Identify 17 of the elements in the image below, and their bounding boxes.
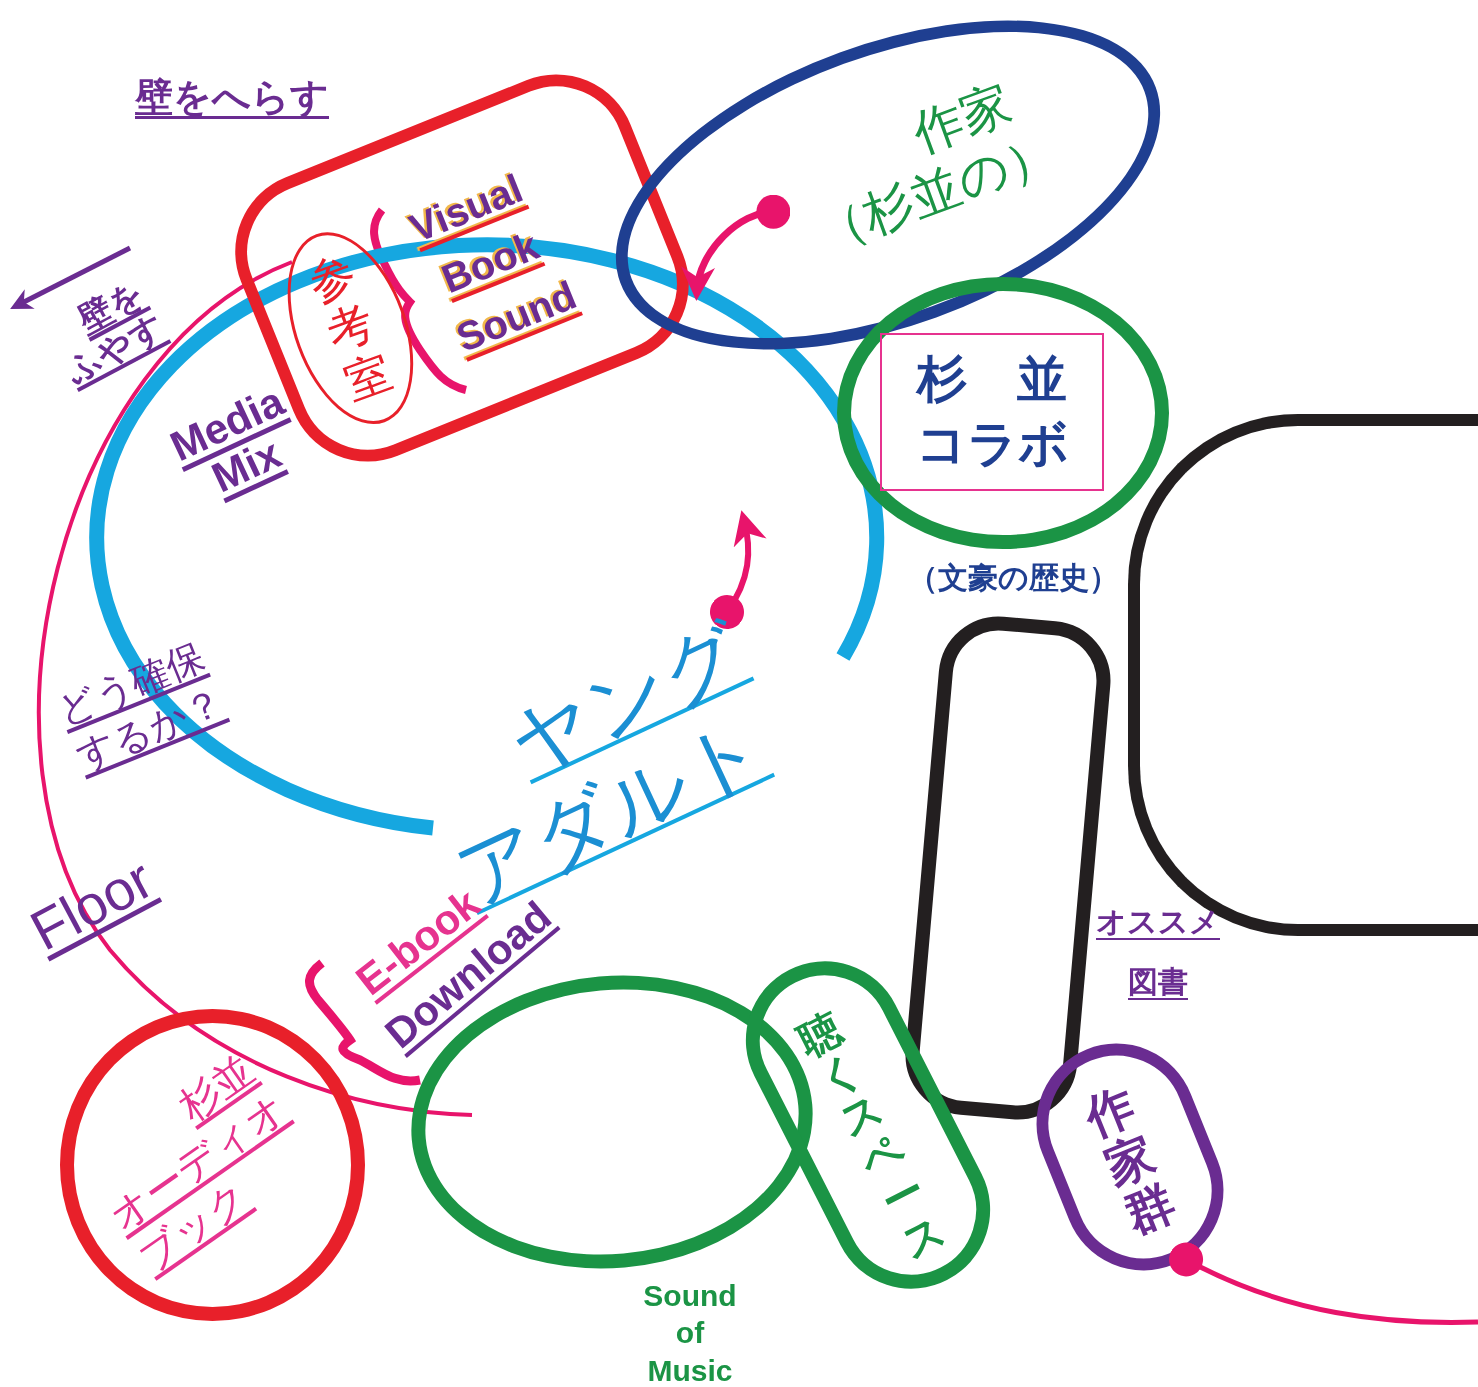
circle xyxy=(59,1009,365,1321)
underlined-note: 壁をへらす xyxy=(135,76,329,120)
underlined-note: オススメ図書 xyxy=(1095,903,1221,1001)
oval-label: 参考室 xyxy=(299,244,400,412)
circle xyxy=(837,277,1169,549)
rectangle-label: 杉 並コラボ xyxy=(914,349,1070,475)
rectangle xyxy=(880,333,1104,491)
node-caption: （文豪の歴史） xyxy=(907,560,1119,595)
connector-arrow xyxy=(683,194,791,301)
capsule-label: 作家群 xyxy=(1076,1076,1184,1245)
underlined-note: どう確保するか？ xyxy=(50,633,231,781)
oval-label: 作家（杉並の） xyxy=(807,72,1066,263)
capsule-label: 聴くスペース xyxy=(789,1002,955,1268)
circle-label: 杉並オーディオブック xyxy=(99,1044,296,1282)
rounded-region xyxy=(1128,414,1478,936)
note: Sound of Music xyxy=(642,1277,738,1387)
underlined-note: Floor xyxy=(20,846,164,964)
